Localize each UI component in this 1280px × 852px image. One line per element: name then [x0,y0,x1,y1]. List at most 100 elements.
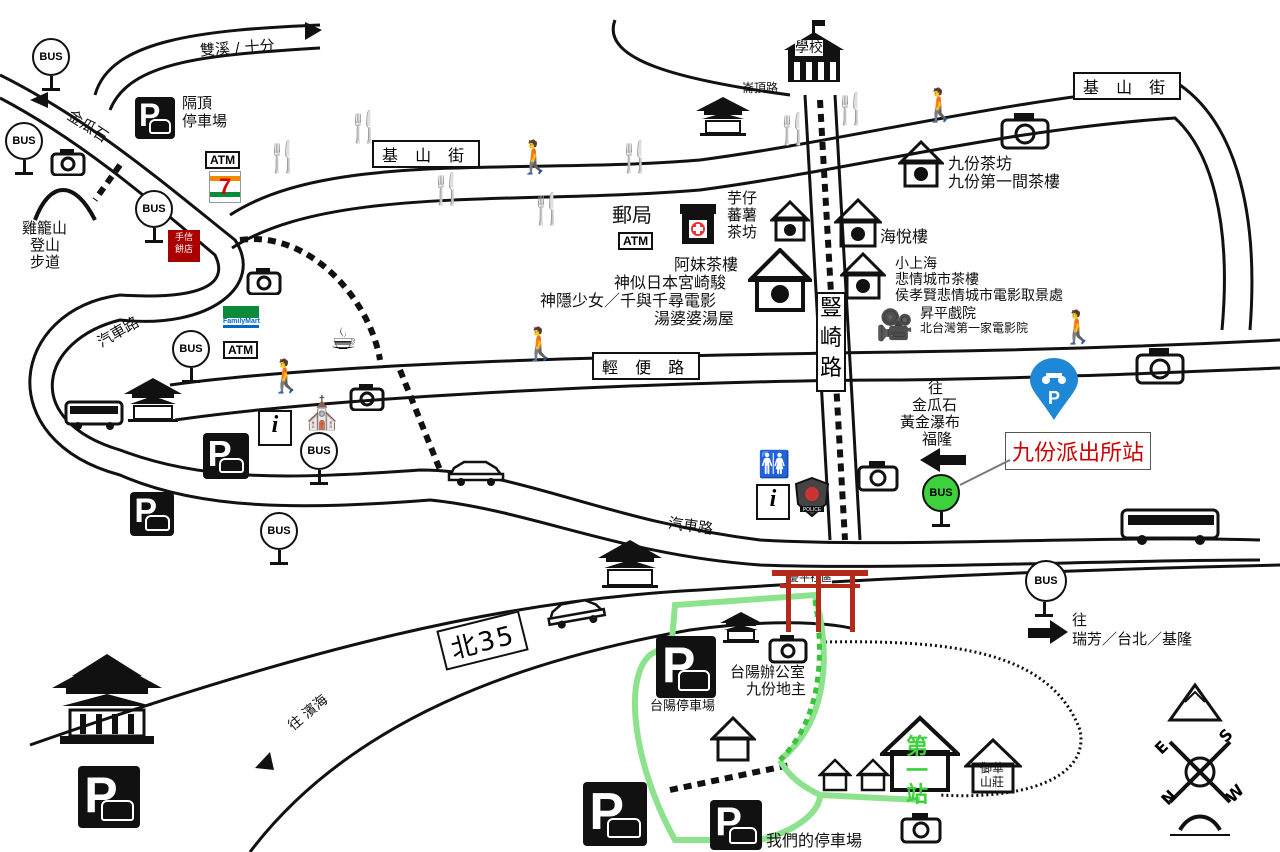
pedestrian-icon: 🚶 [520,325,560,363]
house-icon [854,758,892,796]
temple-icon [598,538,662,594]
jiufen-teahouse-label-1: 九份茶坊 [948,154,1013,173]
camera-icon [50,148,86,180]
direction-south-label-2: 瑞芳／台北／基隆 [1072,630,1193,648]
familymart-icon: FamilyMart [223,306,260,336]
camera-icon [900,812,942,848]
our-parking-label: 我們的停車場 [766,831,863,850]
direction-east-label-3: 黃金瀑布 [900,413,961,431]
temple-icon [52,654,162,754]
parking-icon-left: P [130,492,174,536]
parking-icon-ours: P [710,800,762,850]
info-icon: i [258,410,292,446]
car-icon [446,456,506,490]
camera-icon [349,383,385,415]
temple-icon [124,376,182,428]
camera-icon [246,267,282,299]
direction-east-label-2: 金瓜石 [912,396,958,414]
amei-label-2: 神似日本宮崎駿 [614,273,727,292]
camera-icon [1000,112,1050,154]
direction-east-label-1: 往 [928,379,944,397]
road-label-shuqi: 豎崎路 [816,292,846,392]
camera-icon [768,634,808,668]
pedestrian-icon: 🚶 [1058,308,1098,346]
restaurant-icon: 🍴 [345,110,383,145]
pointer-line [959,459,1011,486]
restroom-icon: 🚻 [758,450,791,480]
yuzai-label-3: 茶坊 [727,223,758,241]
temple-icon [696,95,750,141]
teahouse-icon [896,139,946,192]
bus-vehicle-icon [1120,506,1220,550]
shengping-label-2: 北台灣第一家電影院 [920,321,1029,335]
jilong-trail-label-1: 雞籠山 [22,219,68,237]
restaurant-icon: 🍴 [428,172,466,207]
parking-icon-info: P [203,433,249,479]
yuzai-label-1: 芋仔 [727,189,758,207]
police-badge-icon: POLICE [794,476,830,518]
taiyang-parking-label: 台陽停車場 [650,699,716,714]
xiaoshanghai-label-3: 侯孝賢悲情城市電影取景處 [895,288,1063,304]
taiyang-office-label-1: 台陽辦公室 [730,663,806,681]
qingping-gate-icon [772,570,868,632]
bus-stop-top-left: BUS [32,38,70,91]
restaurant-icon: 🍴 [528,192,566,227]
bus-stop-lower-left: BUS [260,512,298,565]
mountain-trail-icon [33,188,97,221]
shengping-label-1: 昇平戲院 [920,306,976,322]
restaurant-icon: 🍴 [616,140,654,175]
cinema-icon: 🎥 [876,308,914,343]
pedestrian-icon: 🚶 [266,357,306,395]
police-station-label: 九份派出所站 [1005,432,1152,470]
road-label-jishan-left: 基 山 街 [372,140,481,168]
pedestrian-icon: 🚶 [515,138,555,176]
bus-stop-left: BUS [5,122,43,175]
car-icon [543,591,610,635]
direction-south-label-1: 往 [1072,611,1088,629]
parking-icon-binhai: P [78,766,140,828]
bus-stop-info: BUS [300,432,338,485]
our-place-label: 第一站 [905,735,928,808]
teahouse-icon [838,251,888,304]
seven-eleven-icon: 7 [209,171,241,203]
pedestrian-icon: 🚶 [920,86,960,124]
svg-text:P: P [1048,388,1060,408]
parking-icon-bottom: P [583,782,647,846]
jiufen-teahouse-label-2: 九份第一間茶樓 [948,172,1061,191]
teahouse-icon [832,197,884,252]
restaurant-icon: 🍴 [264,140,302,175]
house-icon [962,737,1024,798]
restaurant-icon: 🍴 [832,92,870,127]
xiaoshanghai-label-2: 悲情城市茶樓 [895,272,979,288]
road-label-qidinglu: 崙頂路 [742,81,779,95]
atm-icon-top: ATM [205,151,241,169]
haiyue-label: 海悅樓 [880,227,929,246]
camera-icon [1135,347,1185,389]
house-icon [708,715,758,766]
scooter-parking-icon: P [1030,358,1078,420]
bus-stop-police-station: BUS [922,474,960,527]
post-office-label: 郵局 [612,203,652,227]
parking-icon-taiyang: P [656,636,716,698]
atm-icon-post: ATM [618,232,654,250]
yuhua-label-1: 御華 [980,761,1005,775]
yuhua-label-2: 山莊 [980,775,1005,789]
our-place-house-icon [876,714,964,798]
taiyang-office-label-2: 九份地主 [746,680,807,698]
direction-east-label-4: 福隆 [922,430,953,448]
bus-stop-familymart: BUS [172,330,210,383]
jilong-trail-label-2: 登山 [30,236,61,254]
bus-stop-trail: BUS [135,190,173,243]
jilong-trail-label-3: 步道 [30,253,61,271]
temple-icon [720,610,762,648]
teahouse-icon [768,199,812,246]
school-label: 學校 [795,40,823,57]
teahouse-icon [745,247,815,316]
compass-icon: N E S W [1150,680,1260,840]
road-label-qingbian: 輕 便 路 [592,352,701,380]
svg-text:POLICE: POLICE [803,507,822,513]
post-office-icon [678,200,718,244]
church-icon: ⛪ [302,394,342,432]
xiaoshanghai-label-1: 小上海 [895,256,937,272]
